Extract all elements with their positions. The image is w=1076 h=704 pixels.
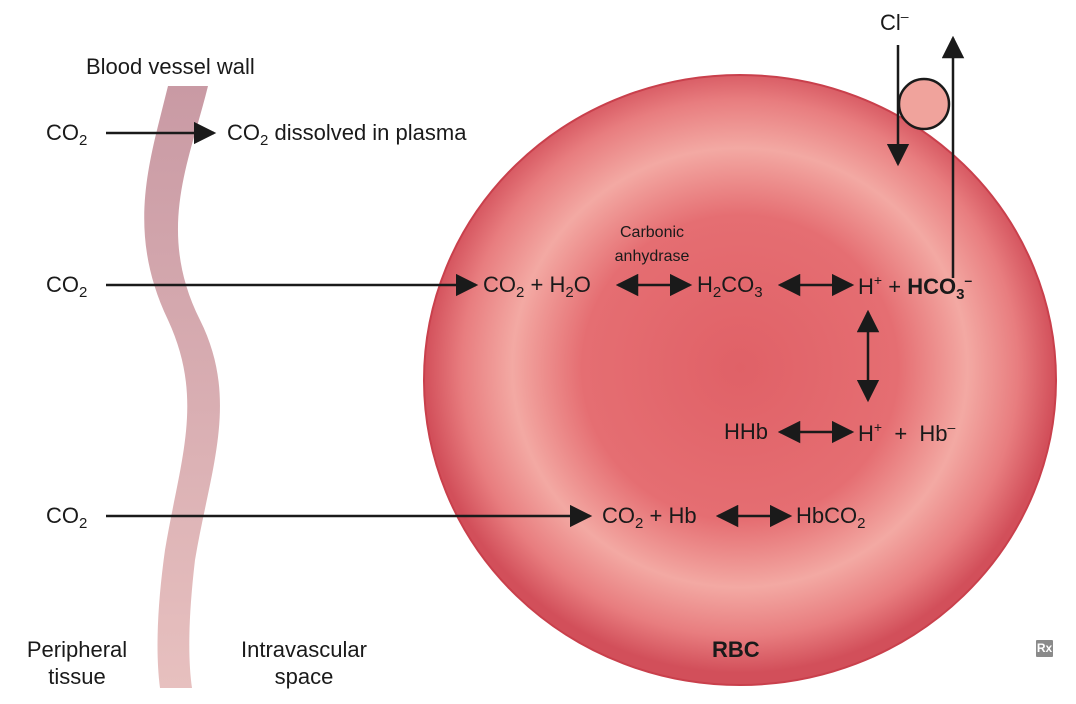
carbonic-anhydrase-label: Carbonic anhydrase: [614, 224, 690, 265]
rx-logo-icon: Rx: [1036, 640, 1053, 657]
carbaminohemoglobin-label: HbCO2: [796, 503, 866, 532]
hhb-label: HHb: [724, 419, 769, 444]
intravascular-space-label: Intravascular space: [241, 637, 367, 689]
co2-plus-h2o-label: CO2 + H2O: [483, 272, 591, 301]
co2-tissue-label-1: CO2: [46, 120, 88, 149]
co2-dissolved-label: CO2 dissolved in plasma: [227, 120, 467, 149]
h-plus-hco3-label: H+ + HCO3–: [858, 272, 973, 303]
rbc-label: RBC: [712, 637, 760, 662]
co2-plus-hb-label: CO2 + Hb: [602, 503, 697, 532]
co2-tissue-label-3: CO2: [46, 503, 88, 532]
co2-tissue-label-2: CO2: [46, 272, 88, 301]
anion-exchanger-channel: [897, 77, 951, 131]
chloride-label: Cl–: [880, 8, 909, 35]
h-plus-hb-label: H+ + Hb–: [858, 419, 956, 446]
blood-vessel-wall: [144, 86, 220, 688]
peripheral-tissue-label: Peripheral tissue: [26, 637, 128, 689]
carbonic-acid-label: H2CO3: [697, 272, 763, 301]
blood-vessel-wall-label: Blood vessel wall: [86, 54, 255, 79]
red-blood-cell: [423, 74, 1057, 686]
